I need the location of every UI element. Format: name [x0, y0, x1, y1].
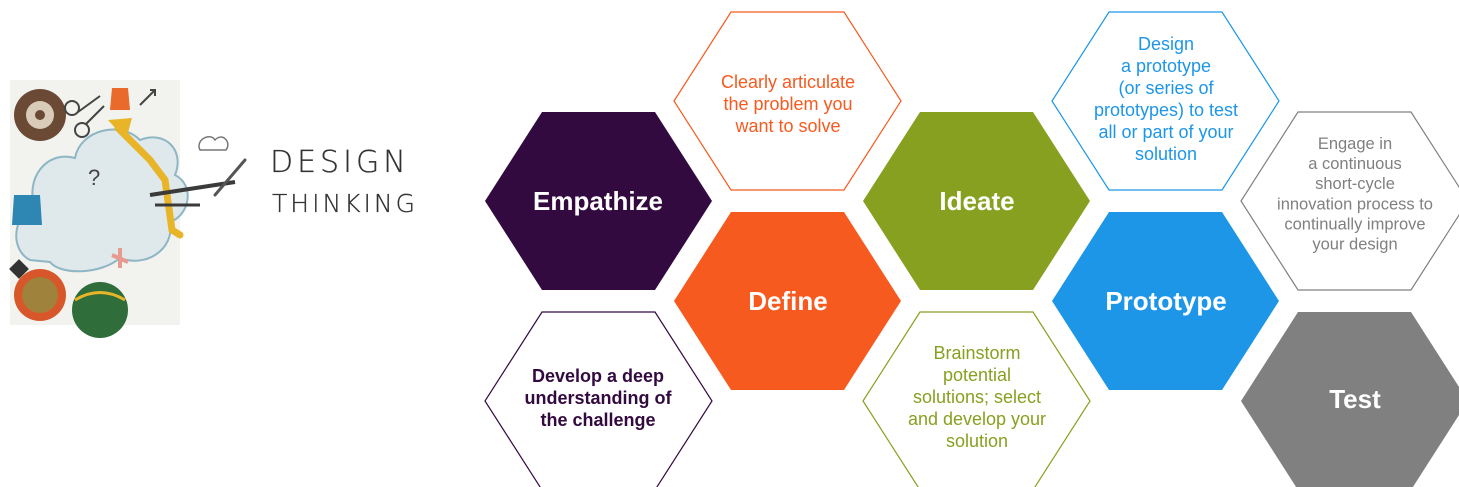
empathize-description-line: understanding of [525, 388, 673, 408]
test-description-line: innovation process to [1277, 195, 1433, 213]
ideate-description-line: potential [943, 365, 1011, 385]
hex-test-label: Test [1329, 384, 1381, 414]
hex-empathize-label: Empathize [533, 186, 663, 216]
hex-empathize: Empathize [485, 112, 712, 290]
test-description-line: a continuous [1308, 155, 1402, 173]
hex-empathize-description-outline [484, 311, 713, 487]
hex-ideate-shape [863, 112, 1090, 290]
design-thinking-title: DESIGN THINKING [270, 145, 418, 218]
hex-ideate-label: Ideate [939, 186, 1014, 216]
hex-test-description-outline [1240, 111, 1459, 291]
hex-test-description: Engage in a continuous short-cycle innovati… [1240, 111, 1459, 291]
empathize-description-line: Develop a deep [532, 366, 664, 386]
ideate-description-line: Brainstorm [933, 343, 1020, 363]
title-line-thinking: THINKING [272, 189, 418, 218]
define-description-line: the problem you [723, 94, 852, 114]
test-description-line: Engage in [1318, 135, 1392, 153]
test-description-line: continually improve [1284, 215, 1425, 233]
hex-ideate-description-outline [862, 311, 1091, 487]
ideate-description-line: solutions; select [913, 387, 1041, 407]
ideate-description-line: and develop your [908, 409, 1046, 429]
empathize-description-line: the challenge [540, 410, 655, 430]
prototype-description-line: (or series of [1118, 78, 1214, 98]
hex-define-description-outline [673, 11, 902, 191]
hex-test-shape [1241, 312, 1459, 487]
hex-prototype-label: Prototype [1105, 286, 1226, 316]
prototype-description-line: all or part of your [1098, 122, 1233, 142]
prototype-description-line: prototypes) to test [1094, 100, 1238, 120]
hex-prototype-description-outline [1051, 11, 1280, 191]
define-description-line: Clearly articulate [721, 72, 855, 92]
ideate-description-line: solution [946, 431, 1008, 451]
hex-prototype: Prototype [1052, 212, 1279, 390]
hex-ideate: Ideate [863, 112, 1090, 290]
define-description-line: want to solve [734, 116, 840, 136]
prototype-description-line: Design [1138, 34, 1194, 54]
prototype-description-line: solution [1135, 144, 1197, 164]
design-thinking-illustration: ? [9, 80, 247, 338]
hex-test: Test [1241, 312, 1459, 487]
test-description-line: short-cycle [1315, 175, 1395, 193]
hex-define-label: Define [748, 286, 827, 316]
hex-prototype-shape [1052, 212, 1279, 390]
hex-empathize-shape [485, 112, 712, 290]
hex-define: Define [674, 212, 901, 390]
hex-define-shape [674, 212, 901, 390]
svg-text:?: ? [88, 165, 100, 190]
title-line-design: DESIGN [270, 145, 410, 180]
prototype-description-line: a prototype [1121, 56, 1211, 76]
test-description-line: your design [1312, 236, 1397, 254]
test-description-text: Engage in a continuous short-cycle innovati… [1277, 135, 1433, 254]
